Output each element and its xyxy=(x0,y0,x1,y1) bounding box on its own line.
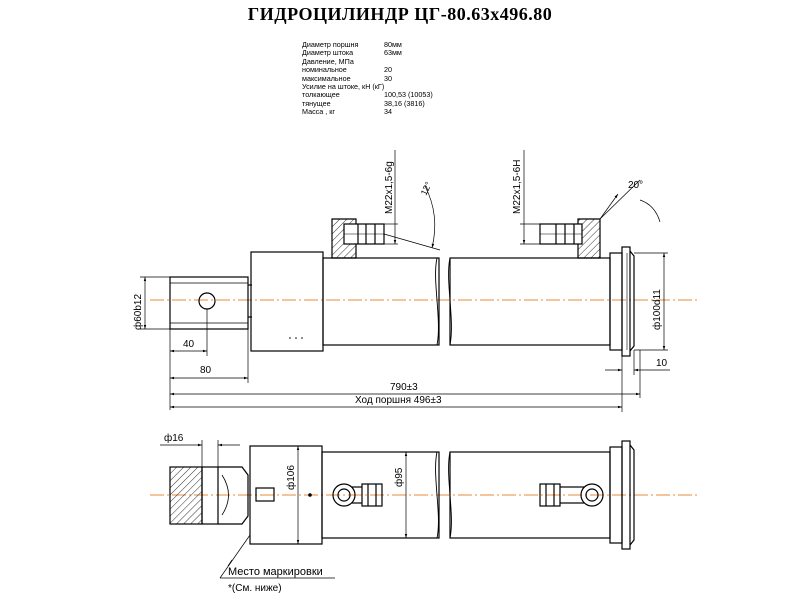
spec-row-push: толкающее 100,53 (10053) xyxy=(302,90,433,100)
gland xyxy=(250,251,324,352)
dim-length-10: 10 xyxy=(656,358,668,369)
dim-length-80: 80 xyxy=(200,365,212,376)
spec-key: толкающее xyxy=(302,90,340,100)
dim-stroke: Ход поршня 496±3 xyxy=(355,395,442,406)
spec-key: номинальное xyxy=(302,65,347,75)
barrel-right xyxy=(449,257,611,346)
rod-eye-side xyxy=(169,466,203,525)
port-fitting-rod xyxy=(331,218,385,259)
port-side-cap xyxy=(539,483,604,507)
spec-row-pressure: Давление, МПа xyxy=(302,56,433,66)
marking-note: *(См. ниже) xyxy=(228,583,282,594)
spec-value: 100,53 (10053) xyxy=(384,90,433,100)
spec-key: максимальное xyxy=(302,73,351,83)
spec-row-rod: Диаметр штока 63мм xyxy=(302,48,433,58)
spec-row-nominal: номинальное 20 xyxy=(302,65,433,75)
spec-value: 80мм xyxy=(384,40,402,49)
drawing-title: ГИДРОЦИЛИНДР ЦГ-80.63x496.80 xyxy=(247,4,553,24)
spec-value: 63мм xyxy=(384,48,402,58)
spec-row-maximum: максимальное 30 xyxy=(302,73,433,83)
spec-row-force: Усилие на штоке, кН (кГ) xyxy=(302,82,433,92)
spec-key: Диаметр штока xyxy=(302,48,354,58)
spec-key: Усилие на штоке, кН (кГ) xyxy=(302,82,385,92)
dim-overall-length: 790±3 xyxy=(390,382,418,393)
dim-eye-diameter: ф60b12 xyxy=(132,294,144,330)
rod-eye xyxy=(169,276,249,330)
spec-key: Диаметр поршня xyxy=(302,40,359,49)
dim-angle-port: 12° xyxy=(419,180,434,197)
spec-row-mass: Масса , кг 34 xyxy=(302,107,433,117)
spec-value: 20 xyxy=(384,65,392,75)
dim-barrel-diameter: ф95 xyxy=(393,467,405,487)
dim-rod-thread: М22х1,5-6g xyxy=(384,161,395,214)
spec-table: Диаметр поршня 80мм Диаметр штока 63мм Дав… xyxy=(302,40,433,117)
dim-trunnion-diameter: ф106 xyxy=(285,465,297,490)
dim-cap-thread: М22х1,5-6Н xyxy=(512,160,523,214)
eye-hole xyxy=(198,292,216,310)
dim-length-40: 40 xyxy=(183,339,195,350)
port-fitting-cap xyxy=(539,218,601,259)
spec-key: Масса , кг xyxy=(302,107,336,117)
spec-key: Давление, МПа xyxy=(302,56,354,66)
cap xyxy=(609,252,623,351)
spec-key: тянущее xyxy=(302,98,331,108)
barrel-left xyxy=(322,257,440,346)
spec-value: 30 xyxy=(384,73,392,83)
barrel-side-left xyxy=(321,451,440,539)
port-side-rod xyxy=(332,483,383,507)
dim-cap-diameter: ф100d11 xyxy=(651,289,663,330)
top-view xyxy=(140,150,700,412)
spec-value: 38,16 (3816) xyxy=(384,98,425,108)
dim-angle-cap: 20° xyxy=(628,180,643,191)
bottom-view xyxy=(150,440,700,579)
spec-row-piston: Диаметр поршня 80мм xyxy=(302,40,433,49)
marking-label: Место маркировки xyxy=(228,566,323,578)
spec-row-pull: тянущее 38,16 (3816) xyxy=(302,98,433,108)
spec-value: 34 xyxy=(384,107,392,117)
dim-hole-diameter: ф16 xyxy=(164,432,184,444)
